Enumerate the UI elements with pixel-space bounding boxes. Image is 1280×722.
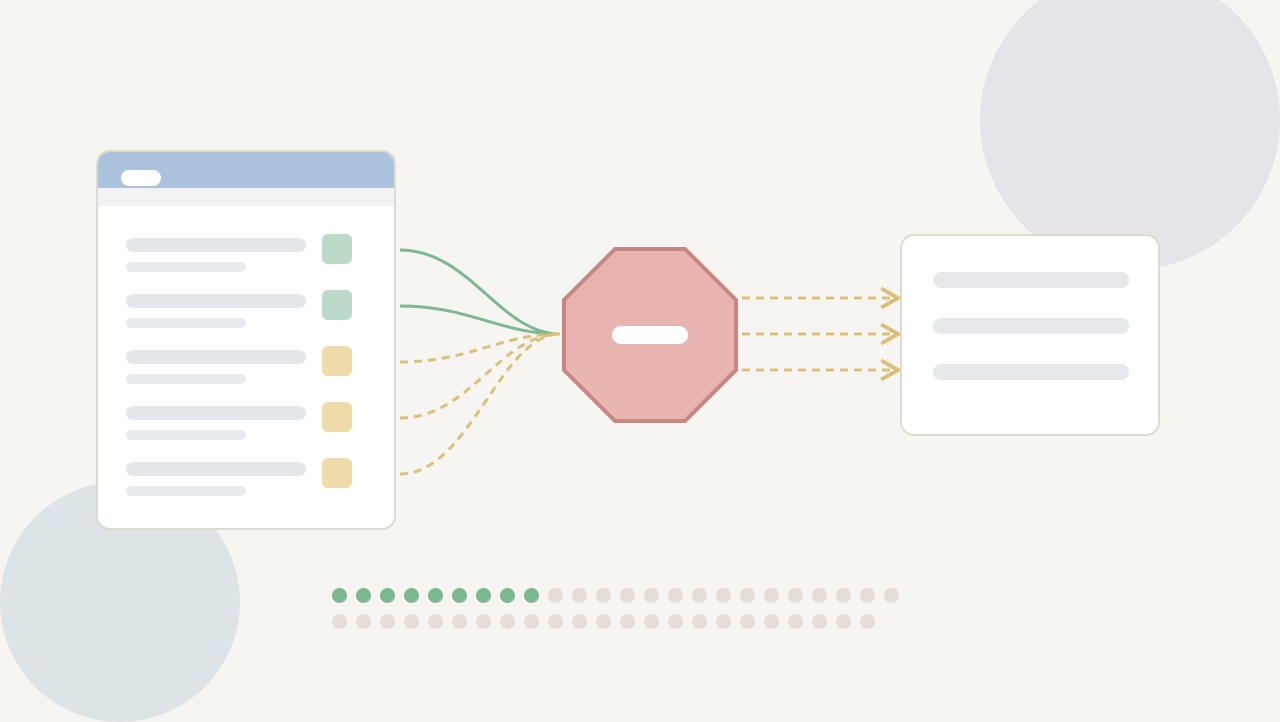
progress-dot-inactive (668, 588, 683, 603)
list-item (126, 290, 354, 334)
list-item-subtitle-placeholder (126, 430, 246, 440)
progress-dot-inactive (548, 588, 563, 603)
progress-dots-row-2 (332, 614, 912, 630)
progress-dot-inactive (596, 588, 611, 603)
progress-dot-inactive (620, 588, 635, 603)
progress-dot-inactive (572, 614, 587, 629)
progress-dot-inactive (524, 614, 539, 629)
progress-dot-inactive (620, 614, 635, 629)
list-item (126, 234, 354, 278)
list-item-title-placeholder (126, 406, 306, 420)
connector-blocked (399, 332, 561, 476)
progress-dot-inactive (740, 614, 755, 629)
progress-dot-inactive (716, 588, 731, 603)
progress-dot-inactive (668, 614, 683, 629)
progress-dot-inactive (692, 614, 707, 629)
list-item-subtitle-placeholder (126, 262, 246, 272)
progress-dot-inactive (644, 588, 659, 603)
progress-dot-active (452, 588, 467, 603)
progress-dot-inactive (380, 614, 395, 629)
list-item-title-placeholder (126, 238, 306, 252)
list-item (126, 402, 354, 446)
progress-dot-inactive (692, 588, 707, 603)
progress-dot-inactive (548, 614, 563, 629)
progress-dot-active (332, 588, 347, 603)
connector-blocked (399, 332, 561, 420)
progress-dot-inactive (860, 588, 875, 603)
progress-dot-active (356, 588, 371, 603)
target-line (933, 272, 1129, 288)
progress-dot-inactive (764, 614, 779, 629)
panel-toolbar (98, 188, 394, 206)
output-connectors (742, 286, 902, 382)
status-badge-blocked (322, 402, 352, 432)
flow-diagram (399, 247, 902, 476)
list-item-title-placeholder (126, 462, 306, 476)
list-item-subtitle-placeholder (126, 374, 246, 384)
progress-dot-inactive (452, 614, 467, 629)
connector-pass (399, 248, 561, 336)
list-item (126, 458, 354, 502)
progress-dot-active (380, 588, 395, 603)
progress-dot-active (404, 588, 419, 603)
panel-header (98, 152, 394, 188)
progress-dot-inactive (836, 614, 851, 629)
progress-dot-inactive (740, 588, 755, 603)
connector-blocked (399, 332, 561, 364)
progress-dot-inactive (356, 614, 371, 629)
progress-dot-active (524, 588, 539, 603)
progress-dot-active (476, 588, 491, 603)
progress-dot-inactive (644, 614, 659, 629)
target-panel (900, 234, 1160, 436)
progress-dots-row-1 (332, 588, 912, 604)
list-item-subtitle-placeholder (126, 318, 246, 328)
progress-dot-inactive (788, 614, 803, 629)
progress-dot-inactive (404, 614, 419, 629)
status-badge-blocked (322, 458, 352, 488)
progress-dot-inactive (428, 614, 443, 629)
status-badge-pass (322, 234, 352, 264)
progress-dot-inactive (764, 588, 779, 603)
progress-dot-inactive (860, 614, 875, 629)
list-item (126, 346, 354, 390)
list-item-subtitle-placeholder (126, 486, 246, 496)
status-badge-blocked (322, 346, 352, 376)
progress-dot-inactive (884, 588, 899, 603)
connector-pass (399, 304, 561, 336)
progress-dot-inactive (596, 614, 611, 629)
progress-dot-inactive (500, 614, 515, 629)
status-badge-pass (322, 290, 352, 320)
progress-dot-inactive (572, 588, 587, 603)
list-item-title-placeholder (126, 294, 306, 308)
minus-icon (612, 326, 688, 344)
list-item-title-placeholder (126, 350, 306, 364)
progress-dot-inactive (812, 614, 827, 629)
progress-dot-inactive (788, 588, 803, 603)
progress-dot-inactive (332, 614, 347, 629)
progress-dot-inactive (476, 614, 491, 629)
progress-dot-inactive (716, 614, 731, 629)
progress-dot-inactive (812, 588, 827, 603)
target-line (933, 364, 1129, 380)
progress-dot-active (428, 588, 443, 603)
source-list-panel (96, 150, 396, 530)
target-line (933, 318, 1129, 334)
header-pill (121, 170, 161, 186)
background-circle-top-right (980, 0, 1280, 270)
progress-dot-active (500, 588, 515, 603)
input-connectors (399, 248, 561, 476)
progress-dot-inactive (836, 588, 851, 603)
